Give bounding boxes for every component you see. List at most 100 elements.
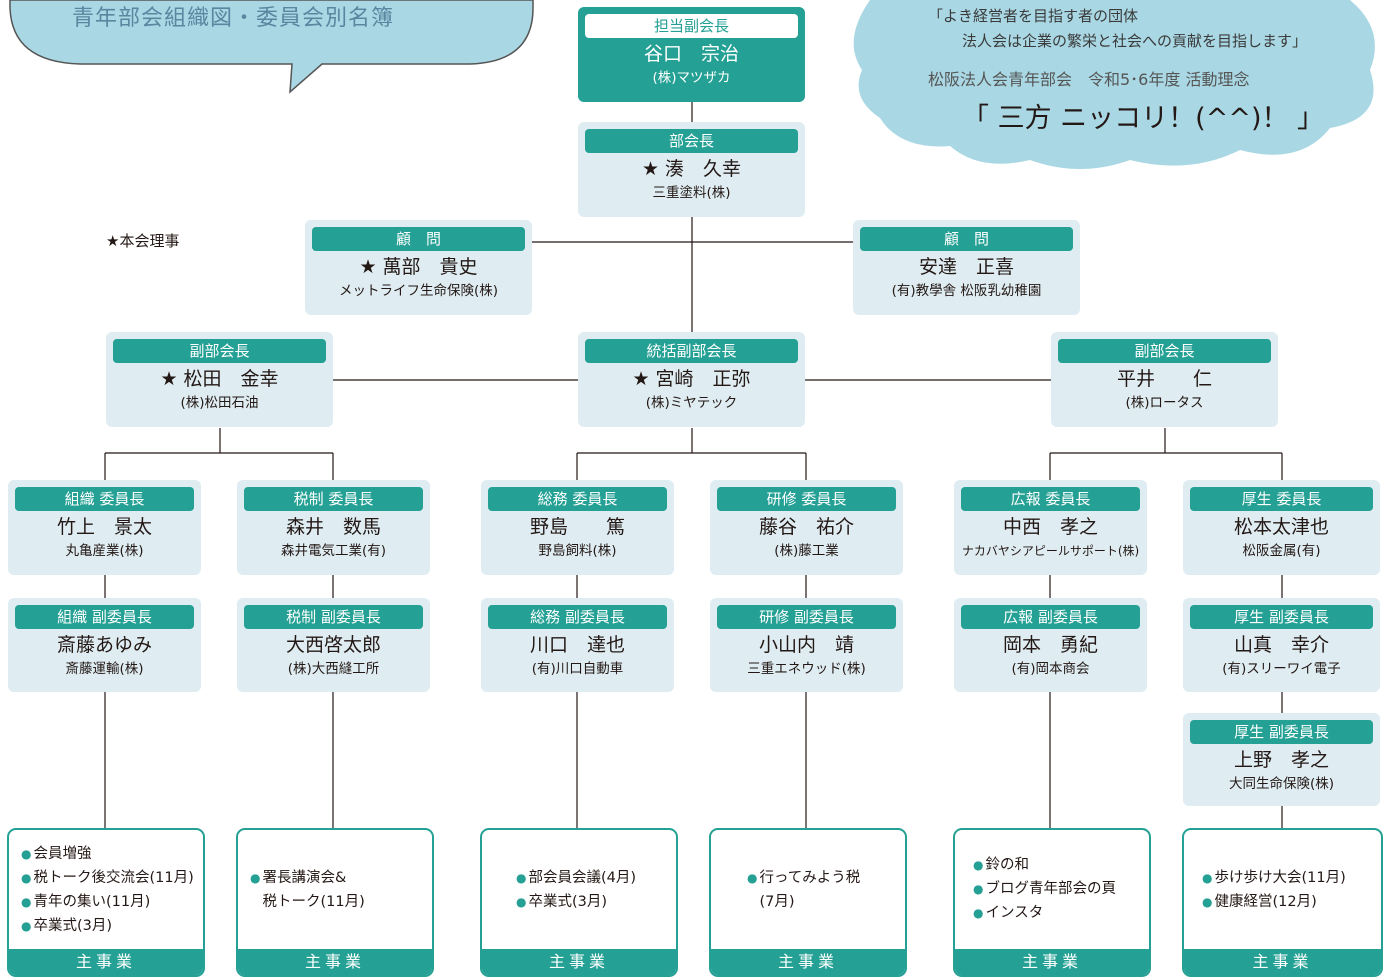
bullet-icon: ● [250, 871, 261, 885]
main-business-label: 主事業 [711, 949, 905, 975]
person-card-kosei-vice-2: 厚生 副委員長 上野 孝之 大同生命保険(株) [1183, 713, 1380, 806]
company-name: ナカバヤシアピールサポート(株) [961, 544, 1140, 558]
main-business-label: 主事業 [1184, 949, 1381, 975]
business-box-kosei: ●歩け歩け大会(11月) ●健康経営(12月) 主事業 [1182, 828, 1383, 977]
business-box-koho: ●鈴の和 ●ブログ青年部会の頁 ●インスタ 主事業 [953, 828, 1151, 977]
role-label: 厚生 副委員長 [1190, 720, 1373, 744]
philosophy-motto: 「 三方 ニッコリ！(^^)！ 」 [962, 103, 1325, 134]
list-item: ●(7月) [759, 894, 795, 910]
company-name: (株)松田石油 [180, 395, 259, 411]
role-label: 税制 副委員長 [244, 605, 423, 629]
person-name: 谷口 宗治 [643, 43, 739, 65]
person-name: 岡本 勇紀 [1002, 634, 1098, 656]
bullet-icon: ● [21, 847, 32, 861]
company-name: (株)マツザカ [652, 70, 731, 86]
role-label: 統括副部会長 [585, 339, 798, 363]
company-name: (株)大西縫工所 [287, 661, 380, 677]
person-name: 森井 数馬 [285, 516, 381, 538]
list-item: ●卒業式(3月) [516, 894, 608, 910]
business-list: ●鈴の和 ●ブログ青年部会の頁 ●インスタ [973, 853, 1145, 925]
role-label: 組織 委員長 [15, 487, 194, 511]
list-item: ●歩け歩け大会(11月) [1202, 870, 1346, 886]
role-label: 広報 委員長 [961, 487, 1140, 511]
philosophy-line-1: 「よき経営者を目指す者の団体 [928, 7, 1139, 25]
board-member-legend: ★本会理事 [106, 232, 180, 250]
list-item: ●会員増強 [21, 846, 92, 862]
business-list: ●部会員会議(4月) ●卒業式(3月) [516, 866, 672, 914]
business-list: ●行ってみよう税 ●(7月) [747, 866, 901, 914]
person-card-kenshu-vice: 研修 副委員長 小山内 靖 三重エネウッド(株) [710, 598, 903, 692]
company-name: 三重エネウッド(株) [747, 661, 866, 677]
person-card-komon-left: 顧 問 ★ 萬部 貴史 メットライフ生命保険(株) [305, 220, 532, 315]
person-card-koho-chair: 広報 委員長 中西 孝之 ナカバヤシアピールサポート(株) [954, 480, 1147, 575]
company-name: 大同生命保険(株) [1228, 776, 1335, 792]
person-name: 中西 孝之 [1002, 516, 1098, 538]
company-name: 松阪金属(有) [1242, 543, 1321, 559]
list-item: ●卒業式(3月) [21, 918, 113, 934]
role-label: 担当副会長 [585, 14, 798, 38]
company-name: (有)岡本商会 [1011, 661, 1090, 677]
list-item: ●署長講演会& [250, 870, 347, 886]
role-label: 組織 副委員長 [15, 605, 194, 629]
main-business-label: 主事業 [955, 949, 1149, 975]
role-label: 副部会長 [113, 339, 326, 363]
company-name: 斎藤運輸(株) [65, 661, 144, 677]
list-item: ●行ってみよう税 [747, 870, 861, 886]
company-name: (有)川口自動車 [531, 661, 624, 677]
person-name: 大西啓太郎 [285, 634, 381, 656]
company-name: (有)スリーワイ電子 [1222, 661, 1341, 677]
person-card-zeisei-vice: 税制 副委員長 大西啓太郎 (株)大西縫工所 [237, 598, 430, 692]
person-card-zeisei-chair: 税制 委員長 森井 数馬 森井電気工業(有) [237, 480, 430, 575]
person-name: 平井 仁 [1116, 368, 1212, 390]
company-name: (株)ロータス [1125, 395, 1204, 411]
role-label: 税制 委員長 [244, 487, 423, 511]
person-name: 小山内 靖 [758, 634, 854, 656]
business-box-somu: ●部会員会議(4月) ●卒業式(3月) 主事業 [480, 828, 678, 977]
person-name: 萬部 貴史 [382, 256, 478, 278]
bullet-icon: ● [973, 906, 984, 920]
role-label: 総務 副委員長 [488, 605, 667, 629]
list-item: ●ブログ青年部会の頁 [973, 881, 1116, 897]
person-name: 竹上 景太 [56, 516, 152, 538]
business-list: ●歩け歩け大会(11月) ●健康経営(12月) [1202, 866, 1377, 914]
person-name: 斎藤あゆみ [56, 634, 152, 656]
role-label: 研修 委員長 [717, 487, 896, 511]
person-card-tanto: 担当副会長 谷口 宗治 (株)マツザカ [578, 7, 805, 102]
person-name: 川口 達也 [529, 634, 625, 656]
person-card-vice-right: 副部会長 平井 仁 (株)ロータス [1051, 332, 1278, 427]
person-card-soshiki-chair: 組織 委員長 竹上 景太 丸亀産業(株) [8, 480, 201, 575]
person-name: 松本太津也 [1233, 516, 1329, 538]
list-item: ●青年の集い(11月) [21, 894, 151, 910]
philosophy-cloud [853, 0, 1375, 169]
philosophy-line-3: 松阪法人会青年部会 令和5･6年度 活動理念 [928, 70, 1250, 89]
person-card-vice-left: 副部会長 ★ 松田 金幸 (株)松田石油 [106, 332, 333, 427]
role-label: 部会長 [585, 129, 798, 153]
person-name: 宮崎 正弥 [655, 368, 751, 390]
board-star-icon: ★ [160, 368, 178, 390]
company-name: (株)ミヤテック [645, 395, 738, 411]
role-label: 厚生 委員長 [1190, 487, 1373, 511]
bullet-icon: ● [21, 895, 32, 909]
business-box-kenshu: ●行ってみよう税 ●(7月) 主事業 [709, 828, 907, 977]
person-name: 山真 幸介 [1233, 634, 1329, 656]
person-card-komon-right: 顧 問 安達 正喜 (有)教學舎 松阪乳幼稚園 [853, 220, 1080, 315]
bullet-icon: ● [516, 871, 527, 885]
person-name: 松田 金幸 [183, 368, 279, 390]
person-card-koho-vice: 広報 副委員長 岡本 勇紀 (有)岡本商会 [954, 598, 1147, 692]
list-item: ●部会員会議(4月) [516, 870, 637, 886]
business-list: ●会員増強 ●税トーク後交流会(11月) ●青年の集い(11月) ●卒業式(3月… [21, 842, 199, 938]
list-item: ●健康経営(12月) [1202, 894, 1317, 910]
person-card-bukaicho: 部会長 ★ 湊 久幸 三重塗料(株) [578, 122, 805, 217]
role-label: 副部会長 [1058, 339, 1271, 363]
board-star-icon: ★ [641, 158, 659, 180]
person-name: 上野 孝之 [1233, 749, 1329, 771]
bullet-icon: ● [973, 858, 984, 872]
company-name: (株)藤工業 [774, 543, 839, 559]
bullet-icon: ● [516, 895, 527, 909]
person-name: 藤谷 祐介 [758, 516, 854, 538]
person-card-vice-mid: 統括副部会長 ★ 宮崎 正弥 (株)ミヤテック [578, 332, 805, 427]
board-star-icon: ★ [632, 368, 650, 390]
list-item: ●税トーク(11月) [262, 894, 365, 910]
person-card-kosei-chair: 厚生 委員長 松本太津也 松阪金属(有) [1183, 480, 1380, 575]
role-label: 広報 副委員長 [961, 605, 1140, 629]
